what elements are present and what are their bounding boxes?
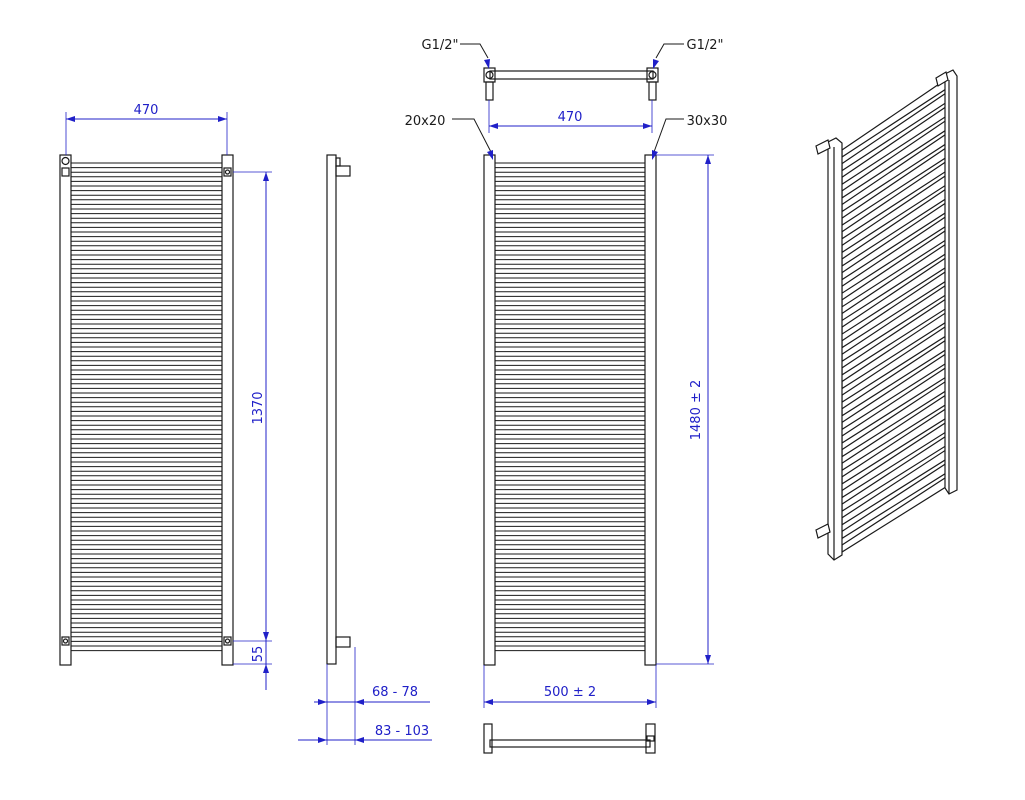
right-connection-left-leader: [460, 43, 489, 59]
right-front-view: G1/2" G1/2" 470 20x20 30x30 1480 ± 2: [405, 38, 728, 754]
front-bracket-top-right-hole: [224, 169, 231, 175]
right-bar-left-leader: [452, 118, 492, 153]
right-connection-right-leader: [655, 43, 684, 59]
right-connection-right-arrow: [653, 59, 659, 69]
right-bar-right-arrow: [652, 150, 658, 160]
right-bottom-right-post: [645, 723, 656, 754]
iso-back-post: [944, 69, 958, 495]
right-connection-left-arrow: [484, 59, 490, 69]
isometric-view: [815, 69, 958, 561]
front-width-label: 470: [134, 103, 159, 118]
right-bar-left-arrow: [487, 150, 493, 160]
right-top-left-pipe: [485, 81, 494, 101]
right-bar-right-label: 30x30: [687, 114, 728, 129]
side-bottom-connector: [335, 636, 351, 648]
side-view: 68 - 78 83 - 103: [298, 154, 432, 745]
iso-bracket-back: [935, 71, 949, 87]
right-bottom-bar: [489, 739, 651, 748]
right-top-width-label: 470: [558, 110, 583, 125]
iso-bracket-top: [815, 139, 831, 155]
right-connection-right-label: G1/2": [687, 38, 724, 53]
front-bracket-bottom-right: [223, 636, 232, 646]
front-offset-label: 55: [251, 646, 266, 663]
iso-rungs: [841, 79, 950, 554]
right-connection-left-label: G1/2": [422, 38, 459, 53]
right-top-right-pipe: [648, 81, 657, 101]
front-bracket-top-left-icon: [61, 156, 70, 166]
front-bracket-top-right: [223, 167, 232, 177]
right-bottom-valve: [646, 735, 655, 742]
front-rungs: [71, 162, 222, 652]
side-top-connector: [335, 165, 351, 177]
iso-front-post: [827, 137, 843, 561]
front-bracket-bottom-right-hole: [224, 638, 231, 644]
right-right-post: [644, 154, 657, 666]
front-view: 470 1370 55: [59, 103, 272, 690]
side-depth-short-label: 68 - 78: [372, 685, 418, 700]
front-bracket-bottom-left-hole: [62, 638, 69, 644]
right-bar-left-label: 20x20: [405, 114, 446, 129]
right-left-post: [483, 154, 496, 666]
right-top-left-port-icon: [485, 70, 494, 80]
front-bracket-top-left-lower: [61, 167, 70, 177]
right-width-label: 500 ± 2: [544, 685, 596, 700]
iso-bracket-bottom: [815, 523, 831, 539]
side-top-valve: [335, 157, 341, 167]
front-left-post: [59, 154, 72, 666]
right-top-bar: [489, 70, 654, 80]
side-depth-long-label: 83 - 103: [375, 724, 429, 739]
front-offset-arrow: [263, 664, 269, 673]
front-height-label: 1370: [251, 391, 266, 424]
right-top-right-port-icon: [648, 70, 657, 80]
front-right-post: [221, 154, 234, 666]
right-bottom-left-post: [483, 723, 493, 754]
side-post: [326, 154, 337, 665]
right-rungs: [495, 162, 645, 652]
front-bracket-bottom-left: [61, 636, 70, 646]
right-bar-right-leader: [653, 118, 684, 153]
right-height-label: 1480 ± 2: [689, 380, 704, 441]
